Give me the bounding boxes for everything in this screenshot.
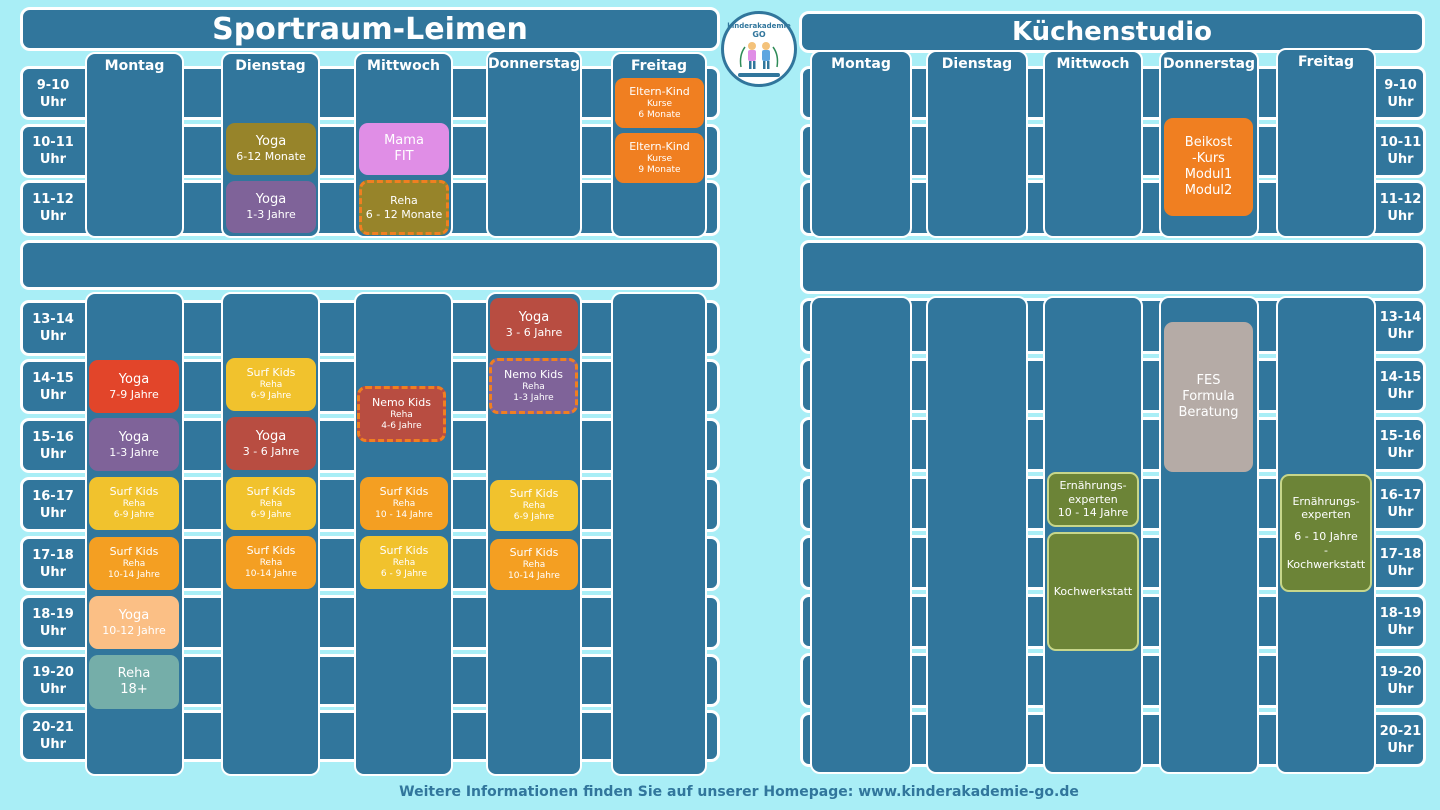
- lunch-band: [20, 240, 720, 290]
- children-icon: [739, 41, 779, 69]
- logo-text: kinderakademie: [727, 21, 791, 30]
- column-mittwoch: [354, 292, 453, 776]
- logo-banner: [738, 72, 780, 77]
- day-header: Donnerstag: [487, 56, 581, 72]
- column-freitag: [611, 292, 707, 776]
- day-header: Montag: [104, 58, 165, 74]
- day-header: Mittwoch: [1056, 56, 1130, 72]
- day-header: Freitag: [630, 58, 688, 74]
- logo-sub: GO: [752, 29, 766, 39]
- lunch-band: [800, 240, 1426, 294]
- column-freitag: [1276, 48, 1376, 238]
- column-montag: [85, 52, 184, 238]
- column-dienstag: [926, 296, 1028, 774]
- event-kochwerkstatt[interactable]: Kochwerkstatt: [1047, 532, 1139, 651]
- day-header: Donnerstag: [1162, 56, 1256, 72]
- footer-homepage-text: Weitere Informationen finden Sie auf uns…: [399, 784, 1079, 800]
- kinderakademie-logo: kinderakademie GO: [721, 11, 797, 87]
- day-header: Dienstag: [235, 58, 306, 74]
- column-mittwoch: [1043, 50, 1143, 238]
- column-dienstag: [926, 50, 1028, 238]
- day-header: Freitag: [1297, 54, 1355, 70]
- column-montag: [810, 50, 912, 238]
- column-donnerstag: [486, 50, 582, 238]
- day-header: Dienstag: [941, 56, 1013, 72]
- day-header: Montag: [831, 56, 891, 72]
- sportraum-title: Sportraum-Leimen: [20, 7, 720, 51]
- column-montag: [810, 296, 912, 774]
- kuechenstudio-title: Küchenstudio: [799, 11, 1425, 53]
- day-header: Mittwoch: [367, 58, 440, 74]
